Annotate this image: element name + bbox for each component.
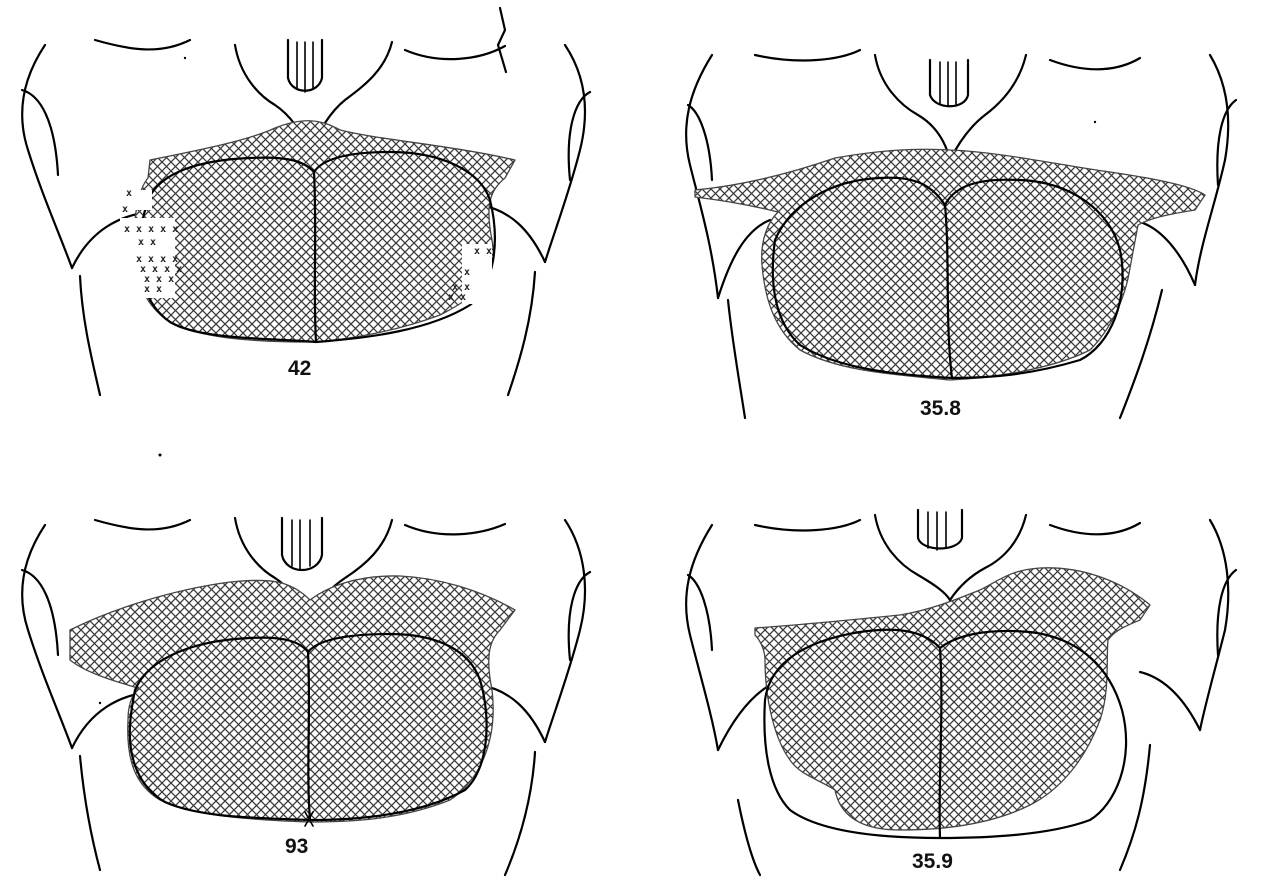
- stray-dot: [99, 702, 101, 704]
- svg-text:x: x: [122, 204, 128, 215]
- svg-text:x x: x x: [448, 292, 466, 303]
- panel-top-right: 35.8: [686, 50, 1236, 420]
- panel-bottom-right: 35.9: [686, 510, 1236, 875]
- panel-bottom-left: 93: [22, 518, 590, 875]
- panel-label-top-right: 35.8: [920, 397, 961, 420]
- panel-label-bottom-right: 35.9: [912, 850, 953, 873]
- svg-text:x x: x x: [474, 246, 492, 257]
- svg-text:x x: x x: [138, 237, 156, 248]
- svg-text:x: x: [464, 267, 470, 278]
- stray-dot: [159, 454, 162, 457]
- svg-text:x x x x x: x x x x x: [124, 224, 178, 235]
- panel-label-bottom-left: 93: [285, 835, 308, 858]
- panel-top-left: x x x x x x x x x x x x x x x x x x x x …: [22, 8, 590, 395]
- svg-text:x: x: [126, 188, 132, 199]
- panel-label-top-left: 42: [288, 357, 311, 380]
- svg-text:x x: x x: [144, 284, 162, 295]
- stray-dot: [1094, 121, 1096, 123]
- stray-dot: [184, 57, 186, 59]
